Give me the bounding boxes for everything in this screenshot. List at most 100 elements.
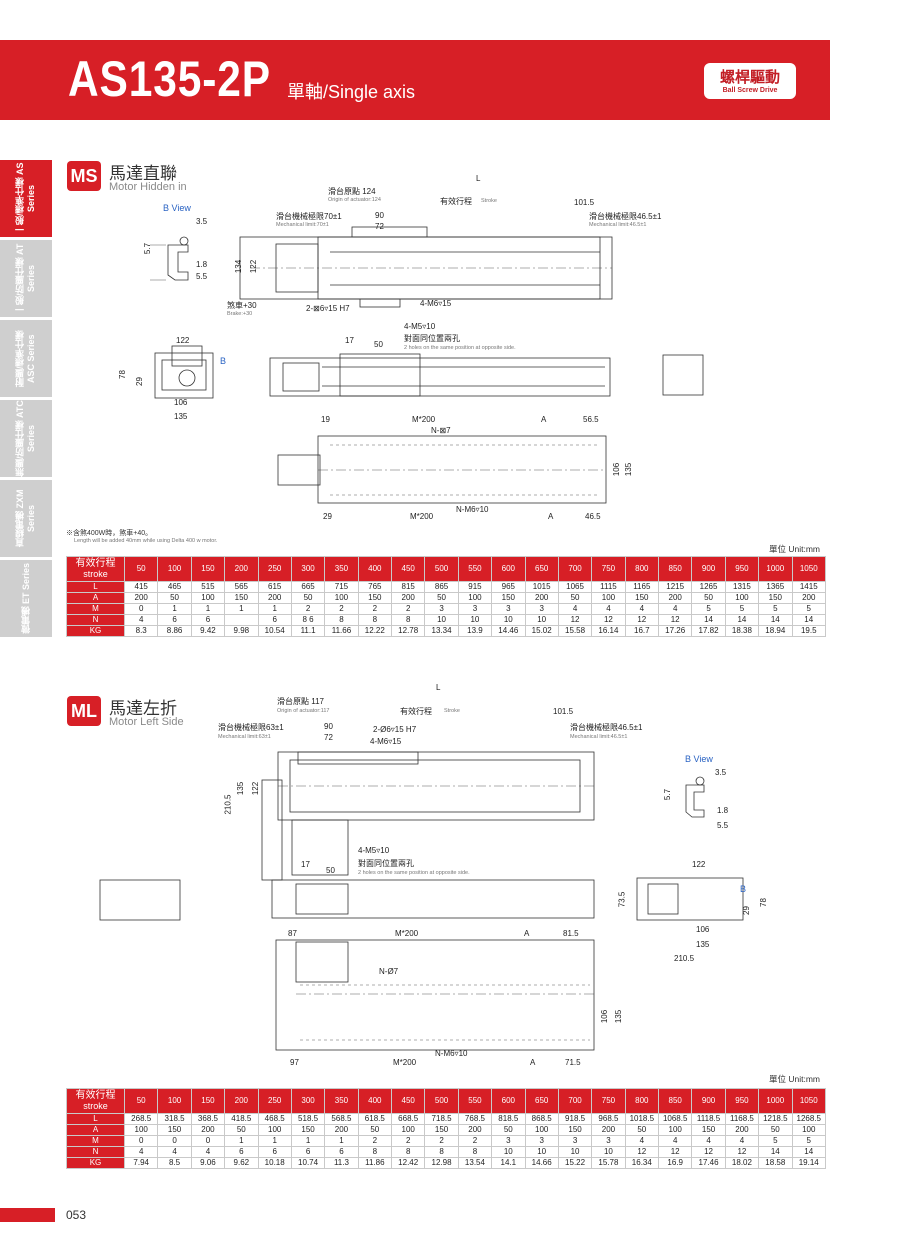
- page-number-bar: [0, 1208, 55, 1222]
- subtitle-zh: 單軸: [287, 82, 323, 102]
- table-cell: 150: [691, 1124, 726, 1136]
- ml-dim-5-7: 5.7: [663, 788, 673, 801]
- ml-dim-3-5: 3.5: [715, 768, 727, 777]
- table-cell: 16.9: [657, 1157, 693, 1169]
- ms-side-view-drawing: [239, 226, 613, 308]
- table-cell: 12: [624, 1146, 660, 1158]
- table-cell: 0: [123, 1135, 159, 1147]
- ml-dim-135: 135: [236, 781, 246, 796]
- table-cell: 915: [457, 581, 493, 593]
- table-cell: 1115: [591, 581, 626, 593]
- table-cell: 9.98: [224, 625, 259, 637]
- ms-dim-78: 78: [117, 370, 127, 379]
- table-cell: 50: [758, 1124, 793, 1136]
- stroke-column-header: 550: [457, 556, 493, 582]
- table-cell: 100: [591, 592, 626, 604]
- table-cell: 150: [157, 1124, 192, 1136]
- ms-b-view-drawing: [150, 236, 189, 281]
- table-cell: 10.18: [257, 1157, 292, 1169]
- ms-origin-en: Origin of actuator:124: [328, 197, 381, 203]
- table-cell: 1168.5: [724, 1113, 760, 1125]
- table-cell: 18.02: [724, 1157, 760, 1169]
- stroke-header-en: stroke: [83, 569, 108, 579]
- ms-title-zh: 馬達直聯: [109, 164, 177, 183]
- row-header: M: [66, 1135, 125, 1147]
- ml-origin-zh: 滑台原點 117: [277, 697, 324, 706]
- table-cell: 100: [457, 592, 493, 604]
- table-cell: 100: [791, 1124, 826, 1136]
- ml-dim-v106: 106: [600, 1009, 610, 1024]
- table-cell: 16.7: [624, 625, 660, 637]
- table-cell: 4: [624, 1135, 660, 1147]
- table-cell: 465: [157, 581, 192, 593]
- ml-dim-l: L: [436, 683, 441, 692]
- table-cell: 12.98: [424, 1157, 459, 1169]
- table-cell: 4: [557, 603, 593, 615]
- ms-n-taps: N-M6▿10: [456, 505, 489, 514]
- table-cell: 4: [657, 1135, 693, 1147]
- ms-unit: 單位 Unit:mm: [769, 544, 821, 554]
- table-cell: 1065: [557, 581, 593, 593]
- table-cell: 868.5: [524, 1113, 559, 1125]
- table-cell: 10: [491, 614, 526, 626]
- stroke-column-header: 100: [157, 1088, 192, 1114]
- table-cell: 918.5: [557, 1113, 593, 1125]
- table-cell: 1315: [724, 581, 760, 593]
- ml-title-zh: 馬達左折: [109, 699, 177, 718]
- table-cell: 200: [591, 1124, 626, 1136]
- ms-mech-limit-left-zh: 滑台機械極限70±1: [276, 212, 342, 221]
- table-cell: 18.38: [724, 625, 760, 637]
- sidebar-item-zxm-series[interactable]: 直線電機 ZXM Series: [0, 480, 52, 557]
- stroke-column-header: 850: [657, 1088, 693, 1114]
- table-cell: 17.46: [691, 1157, 726, 1169]
- table-cell: 17.82: [691, 625, 726, 637]
- stroke-column-header: 700: [557, 556, 593, 582]
- table-cell: 3: [557, 1135, 593, 1147]
- stroke-column-header: 300: [290, 1088, 326, 1114]
- table-cell: 200: [190, 1124, 226, 1136]
- sidebar-item-as-series[interactable]: 一般/標準仕樣 AS Series: [0, 160, 52, 237]
- ms-dim-width-122: 122: [176, 336, 190, 345]
- table-cell: 150: [357, 592, 393, 604]
- ml-dim-a-b: A: [530, 1058, 536, 1067]
- sidebar-item-asc-series[interactable]: 耐塵/標準仕樣 ASC Series: [0, 320, 52, 397]
- sidebar-item-atc-series[interactable]: 無塵/防塵仕樣 ATC Series: [0, 400, 52, 477]
- table-cell: 1: [157, 603, 192, 615]
- table-cell: 1015: [524, 581, 559, 593]
- page-header: AS135-2P 單軸/Single axis 螺桿驅動 Ball Screw …: [0, 40, 830, 120]
- ms-dim-29: 29: [134, 377, 144, 386]
- table-cell: 4: [624, 603, 660, 615]
- sidebar-item-et-series[interactable]: 微電機 ET Series: [0, 560, 52, 637]
- ms-tap-m5: 4-M5▿10: [404, 322, 436, 331]
- ml-n-holes: N-Ø7: [379, 967, 399, 976]
- table-cell: 10.74: [290, 1157, 326, 1169]
- table-cell: 17.26: [657, 625, 693, 637]
- ms-n-holes: N-⊠7: [431, 426, 451, 435]
- sidebar-item-at-series[interactable]: 一般/防塵仕樣 AT Series: [0, 240, 52, 317]
- ml-tap-m6: 4-M6▿15: [370, 737, 402, 746]
- table-cell: 665: [290, 581, 326, 593]
- stroke-column-header: 950: [724, 1088, 760, 1114]
- table-cell: 6: [290, 1146, 326, 1158]
- table-cell: 3: [591, 1135, 626, 1147]
- ml-dim-101-5: 101.5: [553, 707, 574, 716]
- ml-tag: ML: [67, 696, 101, 726]
- ms-title-en: Motor Hidden in: [109, 181, 187, 193]
- table-cell: 318.5: [157, 1113, 192, 1125]
- ms-dim-5-7: 5.7: [143, 242, 153, 255]
- row-header: A: [66, 592, 125, 604]
- table-cell: 14: [691, 614, 726, 626]
- stroke-header-zh: 有效行程: [75, 558, 116, 569]
- table-cell: 11.1: [290, 625, 326, 637]
- table-cell: 718.5: [424, 1113, 459, 1125]
- table-cell: 1215: [657, 581, 693, 593]
- ml-dim-81-5: 81.5: [563, 929, 579, 938]
- table-cell: 1265: [691, 581, 726, 593]
- table-cell: 12: [724, 1146, 760, 1158]
- ml-pitch-m200-b: M*200: [393, 1058, 417, 1067]
- table-cell: 14: [724, 614, 760, 626]
